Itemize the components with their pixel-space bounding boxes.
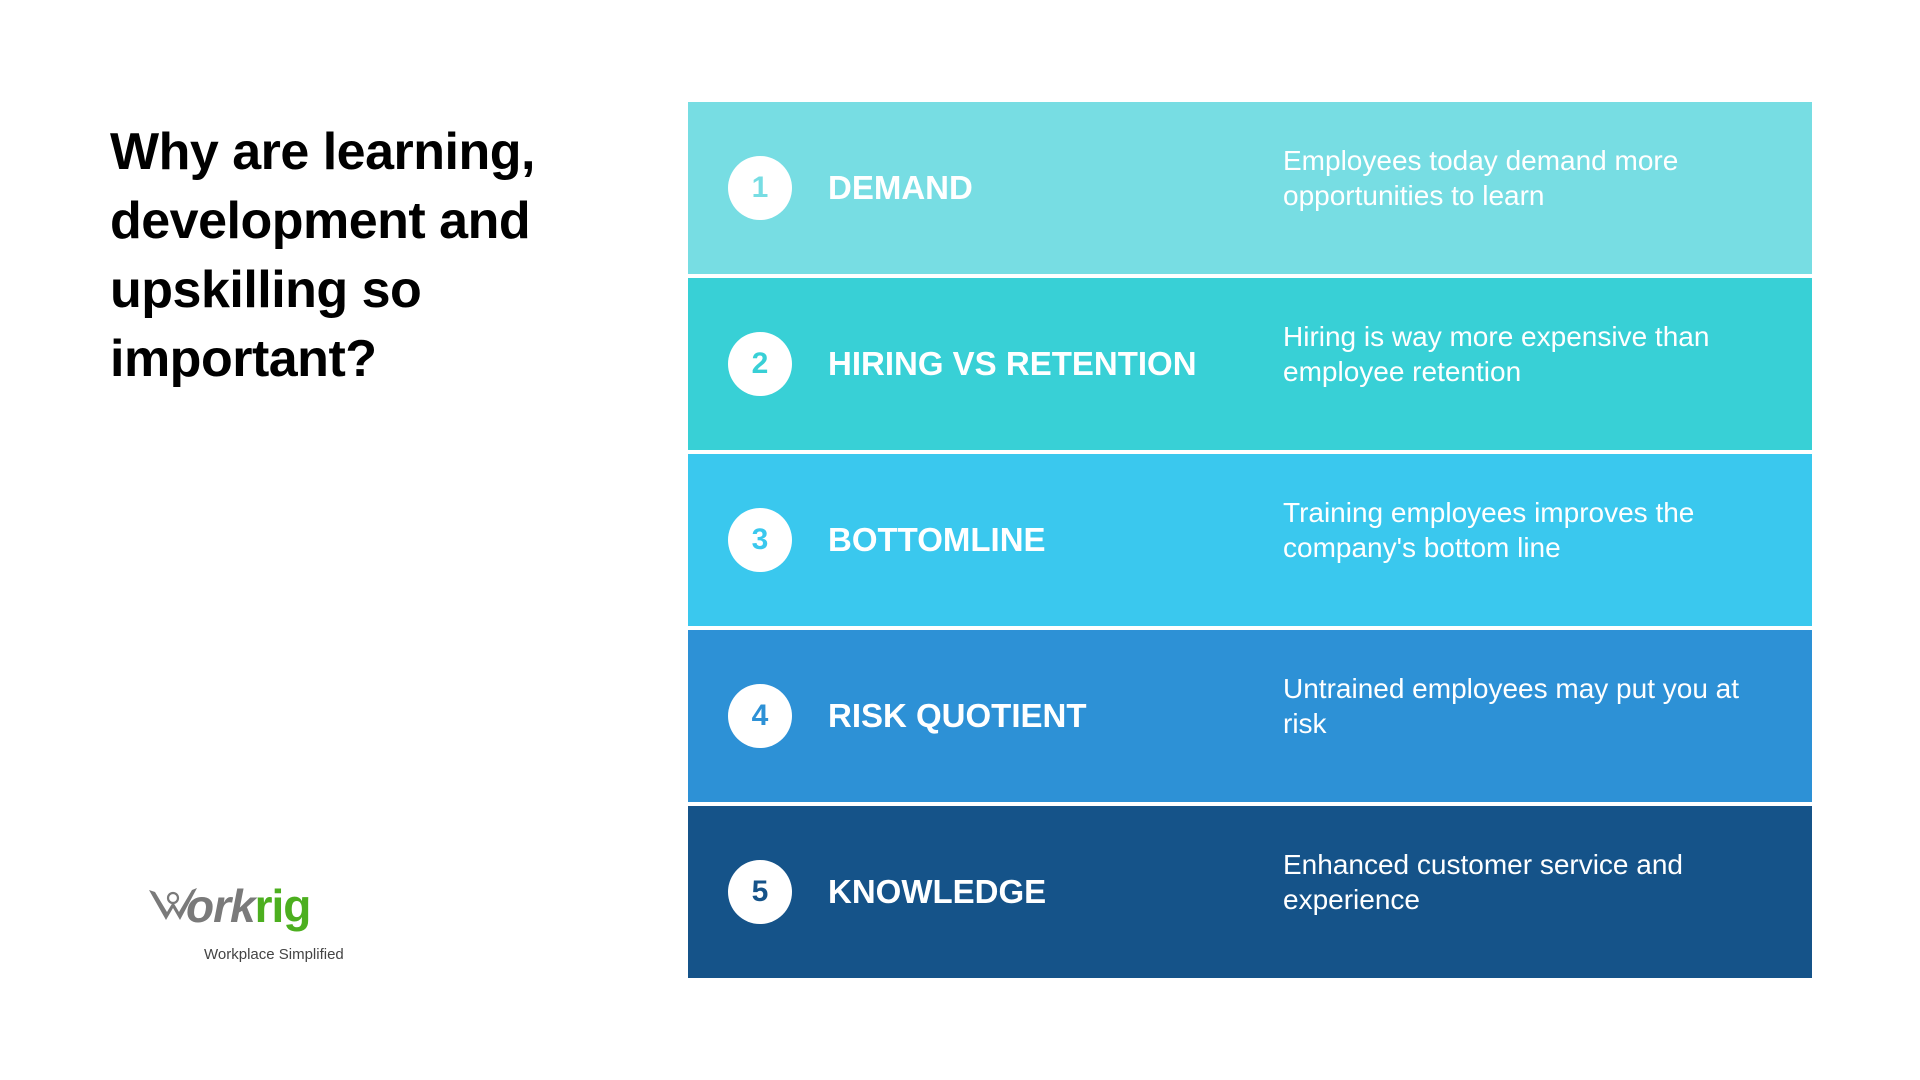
reason-description: Untrained employees may put you at risk <box>1283 673 1740 739</box>
page-title: Why are learning, development and upskil… <box>110 123 535 388</box>
reason-description: Employees today demand more opportunitie… <box>1283 145 1679 211</box>
reason-heading: DEMAND <box>828 169 973 206</box>
reason-heading: KNOWLEDGE <box>828 873 1047 910</box>
number-badge: 5 <box>728 860 792 924</box>
person-arms-raised-w-icon <box>149 888 197 920</box>
reason-heading: RISK QUOTIENT <box>828 697 1087 734</box>
logo-word-ork: ork <box>186 880 256 932</box>
reasons-panel: 1 DEMAND Employees today demand more opp… <box>688 102 1812 978</box>
reason-description: Enhanced customer service and experience <box>1283 849 1683 915</box>
workrig-logo: orkrig Workplace Simplified <box>148 880 368 966</box>
reason-row-3: 3 BOTTOMLINE Training employees improves… <box>688 454 1812 626</box>
logo-wordmark: orkrig <box>186 880 312 932</box>
reason-heading: BOTTOMLINE <box>828 521 1046 558</box>
logo-tagline: Workplace Simplified <box>204 946 344 963</box>
number-badge: 2 <box>728 332 792 396</box>
logo-word-rig: rig <box>254 880 312 932</box>
reason-heading: HIRING VS RETENTION <box>828 345 1197 382</box>
reason-row-5: 5 KNOWLEDGE Enhanced customer service an… <box>688 806 1812 978</box>
reason-row-2: 2 HIRING VS RETENTION Hiring is way more… <box>688 278 1812 450</box>
reason-row-4: 4 RISK QUOTIENT Untrained employees may … <box>688 630 1812 802</box>
reason-row-1: 1 DEMAND Employees today demand more opp… <box>688 102 1812 274</box>
number-badge: 1 <box>728 156 792 220</box>
number-badge: 4 <box>728 684 792 748</box>
number-badge: 3 <box>728 508 792 572</box>
reason-description: Training employees improves the company'… <box>1283 497 1695 563</box>
reason-description: Hiring is way more expensive than employ… <box>1283 321 1710 387</box>
